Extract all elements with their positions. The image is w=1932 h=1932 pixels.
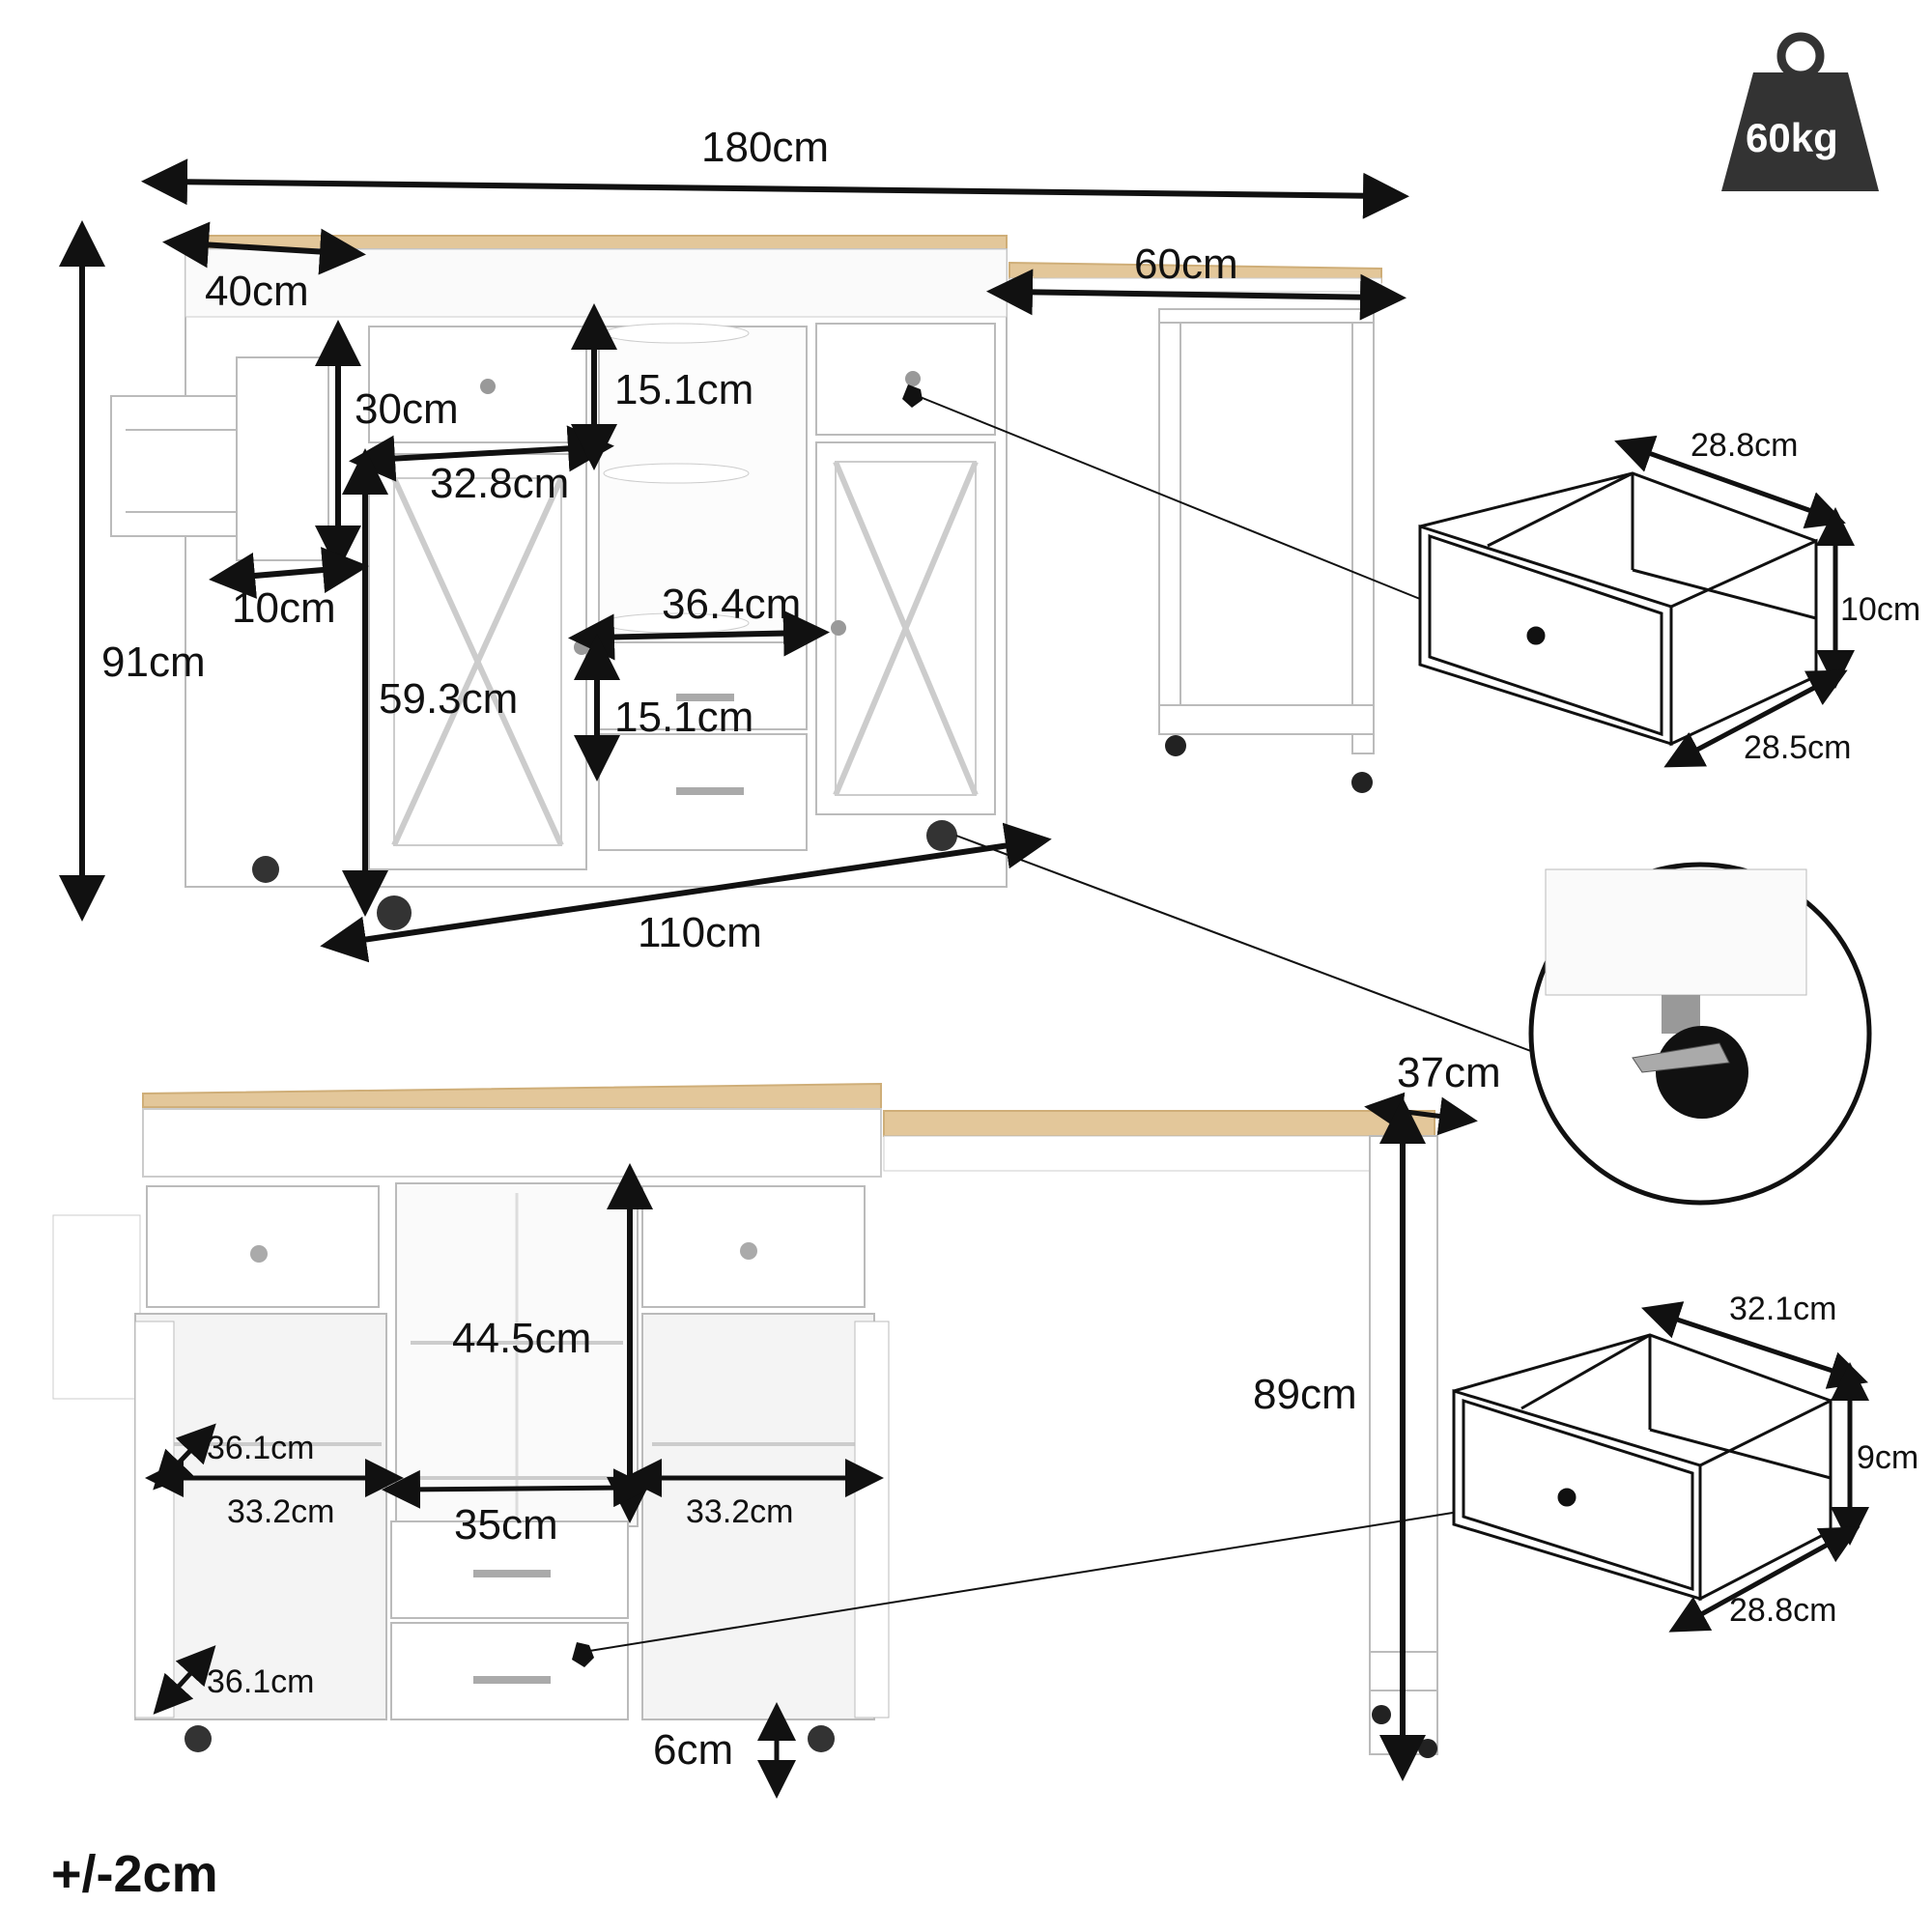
top-left-drawer — [368, 326, 587, 443]
drawer-top-depth-label: 28.5cm — [1744, 729, 1852, 766]
weight-label: 60kg — [1746, 115, 1838, 160]
base-length-arrow — [320, 822, 1052, 963]
island-open-view — [52, 1082, 1438, 1758]
inner-width-left-label: 33.2cm — [227, 1493, 335, 1530]
depth-arrow — [162, 221, 366, 275]
inner-depth-lower-arrow — [153, 1645, 216, 1715]
caster-front-left — [377, 895, 412, 930]
inner-width-middle-label: 35cm — [454, 1501, 558, 1548]
inner-width-middle-arrow — [382, 1468, 652, 1509]
extension-length-label: 60cm — [1134, 241, 1238, 288]
drawer-top-width-label: 28.8cm — [1690, 427, 1799, 464]
drawer-bottom-height-label: 9cm — [1857, 1439, 1918, 1476]
spice-rack-depth-label: 10cm — [232, 584, 336, 632]
middle-width-label: 36.4cm — [662, 581, 801, 628]
spice-rack-depth-arrow — [209, 547, 369, 599]
countertop-lower — [142, 1082, 882, 1111]
shelf-height-top-label: 15.1cm — [614, 366, 753, 413]
lower-middle-drawer-lower — [390, 1622, 629, 1720]
extension-caster-left — [1165, 735, 1186, 756]
table-height-label: 89cm — [1253, 1371, 1357, 1418]
drawer-width-label: 32.8cm — [430, 460, 569, 507]
drawer-detail-top — [1418, 471, 1818, 747]
drawer-height-label: 30cm — [355, 385, 459, 433]
middle-width-arrow — [568, 610, 830, 661]
drawer-width-arrow — [349, 425, 614, 482]
drawer-top-width-arrow — [1614, 435, 1846, 529]
inner-depth-lower-label: 36.1cm — [207, 1663, 315, 1700]
door-height-label: 59.3cm — [379, 675, 518, 723]
extension-caster-right — [1351, 772, 1373, 793]
caster-height-label: 6cm — [653, 1726, 733, 1774]
drawer-top-height-label: 10cm — [1840, 591, 1920, 628]
inner-width-right-label: 33.2cm — [686, 1493, 794, 1530]
shelf-height-bottom-label: 15.1cm — [614, 694, 753, 741]
drawer-bottom-width-label: 32.1cm — [1729, 1291, 1837, 1327]
drawer-detail-bottom — [1452, 1333, 1833, 1602]
drawer-top-depth-arrow — [1663, 669, 1848, 768]
caster-back-left — [252, 856, 279, 883]
spice-rack — [110, 356, 329, 561]
total-length-arrow — [141, 158, 1409, 219]
weight-icon — [1721, 32, 1879, 191]
extension-leg-frame — [1158, 308, 1375, 754]
base-length-label: 110cm — [638, 909, 762, 956]
caster-detail-circle — [1528, 862, 1872, 1206]
caster-front-right — [926, 820, 957, 851]
drawer-bottom-depth-arrow — [1668, 1526, 1861, 1633]
height-label: 91cm — [101, 639, 206, 686]
total-length-label: 180cm — [701, 124, 829, 171]
drawer-bottom-width-arrow — [1641, 1301, 1868, 1389]
extension-length-arrow — [986, 269, 1406, 321]
drawer-bottom-depth-label: 28.8cm — [1729, 1592, 1837, 1629]
top-extension-depth-label: 37cm — [1397, 1049, 1501, 1096]
extension-top-lower — [883, 1110, 1435, 1137]
open-section-height-label: 44.5cm — [452, 1315, 591, 1362]
inner-depth-upper-label: 36.1cm — [207, 1430, 315, 1466]
left-barn-door — [368, 453, 587, 870]
countertop — [185, 235, 1008, 250]
depth-label: 40cm — [205, 268, 309, 315]
tolerance-note: +/-2cm — [51, 1845, 218, 1903]
